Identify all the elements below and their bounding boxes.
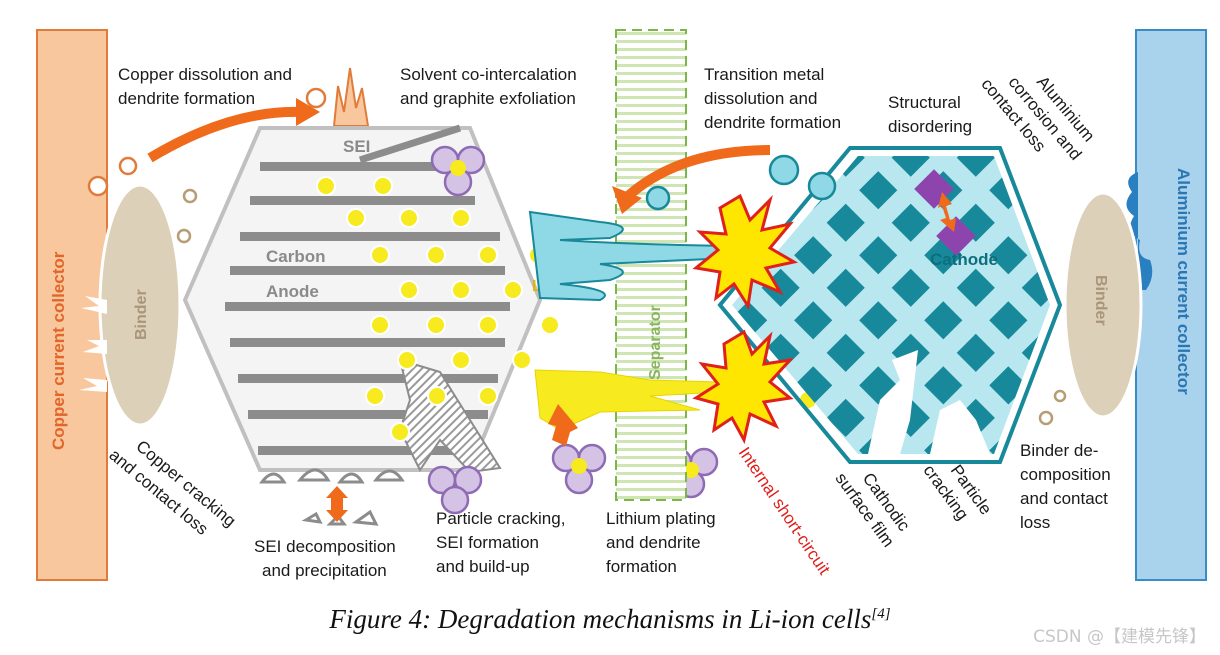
transition-metal-label: Transition metal dissolution and dendrit…	[704, 65, 841, 132]
short-circuit-burst-top	[692, 193, 799, 311]
cathodic-surface-film-label: Cathodic surface film	[832, 456, 917, 551]
copper-collector-label: Copper current collector	[49, 251, 68, 450]
solvent-molecule-anode-bottom	[427, 465, 483, 515]
anode-label: Anode	[266, 282, 319, 301]
copper-cracking-label: Copper cracking and contact loss	[106, 427, 244, 552]
solvent-molecule-middle	[551, 443, 607, 495]
figure-caption: Figure 4: Degradation mechanisms in Li-i…	[0, 604, 1220, 635]
sei-precipitation	[258, 468, 405, 526]
anode-particle-crack	[398, 358, 502, 474]
svg-text:Binder: Binder	[133, 289, 150, 340]
aluminium-corrosion-blob	[1126, 172, 1153, 290]
copper-current-collector: Copper current collector	[36, 29, 108, 581]
binder-left: Binder	[98, 183, 182, 427]
cathode-crack-left	[868, 350, 918, 454]
particle-cracking-sei-label: Particle cracking, SEI formation and bui…	[436, 509, 570, 576]
copper-dissolution-arrow	[147, 106, 301, 163]
transition-metal-arrow	[624, 145, 771, 200]
lithium-plating-label: Lithium plating and dendrite formation	[606, 509, 720, 576]
aluminium-collector-label: Aluminium current collector	[1174, 168, 1193, 395]
aluminium-current-collector: Aluminium current collector	[1126, 29, 1207, 581]
sei-vertical-arrow	[326, 486, 348, 522]
lithium-dendrite-arrow	[548, 404, 578, 446]
solvent-molecule-top	[430, 145, 486, 197]
separator-label: Separator	[647, 305, 664, 380]
cathode-label: Cathode	[930, 250, 998, 269]
svg-text:Binder: Binder	[1092, 275, 1109, 326]
cathode-particle: Cathode	[717, 146, 1063, 464]
copper-cracks	[79, 296, 107, 392]
separator: Separator	[615, 29, 687, 501]
cathode-crack-right	[930, 400, 990, 454]
binder-decomposition-label: Binder de- composition and contact loss	[1020, 441, 1115, 532]
copper-dissolution-label: Copper dissolution and dendrite formatio…	[118, 65, 297, 108]
transition-metal-particles	[645, 154, 837, 211]
binder-particles-right	[1038, 389, 1067, 426]
copper-dendrite	[332, 67, 370, 127]
csdn-watermark: CSDN @【建模先锋】	[1033, 627, 1206, 647]
transition-metal-dendrite	[528, 210, 731, 302]
anode-particle: SEI Carbon Anode Li⁺	[182, 124, 555, 474]
solvent-cointercalation-label: Solvent co-intercalation and graphite ex…	[400, 65, 581, 108]
binder-right: Binder	[1063, 191, 1143, 419]
caption-reference: [4]	[871, 606, 891, 622]
graphite-layers	[225, 162, 510, 455]
copper-particles	[87, 87, 327, 244]
structural-disordering-label: Structural disordering	[888, 93, 972, 136]
degradation-diagram: Copper current collector Aluminium curre…	[36, 29, 1207, 581]
sei-decomposition-label: SEI decomposition and precipitation	[254, 537, 400, 580]
lithium-dendrite	[534, 369, 721, 431]
internal-short-circuit-label: Internal short-circuit	[735, 444, 834, 579]
aluminium-corrosion-label: Aluminium corrosion and contact loss	[977, 46, 1105, 181]
short-circuit-burst-bottom	[692, 329, 794, 445]
sei-label: SEI	[343, 137, 370, 156]
carbon-label: Carbon	[266, 247, 326, 266]
caption-text: Figure 4: Degradation mechanisms in Li-i…	[329, 604, 872, 634]
